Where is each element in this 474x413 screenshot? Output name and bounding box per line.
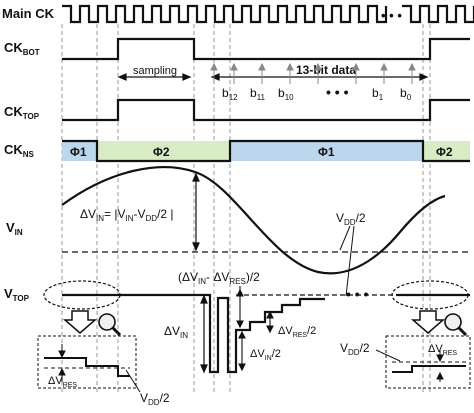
right-vdd-pointer bbox=[375, 349, 401, 362]
left-vdd-half-label: VDD/2 bbox=[140, 391, 170, 407]
vtop-waveform bbox=[62, 293, 325, 374]
magnifier-icon bbox=[98, 313, 122, 337]
phase-label-1: Φ1 bbox=[70, 145, 87, 159]
vdd-half-pointer-top bbox=[339, 225, 351, 251]
right-dvres-arrow bbox=[436, 350, 444, 382]
left-dvres-arrow bbox=[58, 344, 66, 382]
bit-tick-head bbox=[258, 62, 266, 71]
bit-labels: b12 b11 b10 b1 b0 bbox=[222, 86, 412, 102]
bit-tick-head bbox=[380, 62, 388, 71]
delta-vin-arrow bbox=[192, 172, 200, 252]
bit-tick-head bbox=[314, 62, 322, 71]
vdd-half-label-top: VDD/2 bbox=[336, 211, 366, 227]
half-difference-arrow bbox=[236, 286, 244, 329]
phase-label-3: Φ1 bbox=[318, 145, 335, 159]
vdd-half-pointer-mid bbox=[345, 225, 355, 297]
down-arrow-icon bbox=[410, 310, 446, 334]
vin-label: VIN bbox=[6, 220, 23, 237]
down-arrow-icon bbox=[62, 310, 98, 334]
right-zoom-waveform bbox=[392, 365, 466, 373]
bit-tick-head bbox=[408, 62, 416, 71]
ck-ns-waveform bbox=[62, 139, 470, 163]
bit-tick-head bbox=[352, 62, 360, 71]
delta-vin-equation: ΔVIN= |VIN-VDD/2 | bbox=[80, 207, 174, 223]
bit-label: b12 bbox=[222, 86, 238, 102]
phi1-region-2 bbox=[230, 141, 423, 161]
vtop-ellipsis: • • • bbox=[346, 286, 369, 302]
bit-tick-head bbox=[286, 62, 294, 71]
ck-top-waveform bbox=[62, 98, 470, 122]
bit-label: b1 bbox=[372, 86, 384, 102]
left-zoom-waveform bbox=[44, 357, 130, 377]
phase-label-2: Φ2 bbox=[153, 145, 170, 159]
sampling-label: sampling bbox=[133, 65, 177, 77]
bit-tick-arrows bbox=[210, 62, 416, 84]
ck-top-label: CKTOP bbox=[4, 104, 40, 121]
left-dvres-label: ΔVRES bbox=[48, 375, 77, 389]
phase-label-4: Φ2 bbox=[436, 145, 453, 159]
dvin-half-label: ΔVIN/2 bbox=[250, 348, 281, 362]
ck-bot-label: CKBOT bbox=[4, 40, 40, 57]
phi2-region-2 bbox=[423, 141, 470, 161]
main-ck-label: Main CK bbox=[2, 6, 55, 21]
bit-label: b11 bbox=[250, 86, 266, 102]
right-zoom-ellipse bbox=[391, 280, 469, 310]
right-zoom-box bbox=[385, 335, 471, 389]
bit-label: b10 bbox=[278, 86, 294, 102]
vin-waveform bbox=[61, 166, 446, 275]
main-ck-waveform bbox=[62, 4, 388, 24]
main-ck-waveform-tail bbox=[402, 4, 474, 24]
ck-bot-waveform bbox=[62, 37, 470, 61]
delta-vin-big-label: ΔVIN bbox=[164, 324, 188, 340]
phi1-region-1 bbox=[62, 141, 97, 161]
half-difference-label: (ΔVIN- ΔVRES)/2 bbox=[178, 270, 260, 286]
delta-vin-big-arrow bbox=[200, 294, 208, 374]
phi2-region-1 bbox=[97, 141, 230, 161]
ck-ns-label: CKNS bbox=[4, 142, 35, 159]
left-zoom-ellipse bbox=[43, 280, 121, 310]
magnifier-icon bbox=[444, 313, 468, 337]
vtop-label: VTOP bbox=[4, 286, 30, 303]
dvres-half-arrow bbox=[266, 310, 274, 334]
data-interval-arrow bbox=[210, 73, 429, 81]
main-ck-ellipsis: • • • bbox=[381, 8, 402, 23]
sampling-interval-arrow bbox=[117, 73, 192, 81]
left-vdd-pointer bbox=[125, 369, 141, 393]
data-bits-label: 13-bit data bbox=[296, 63, 356, 77]
bit-tick-head bbox=[210, 62, 218, 71]
dvres-half-label: ΔVRES/2 bbox=[278, 325, 316, 339]
right-dvres-label: ΔVRES bbox=[428, 343, 457, 357]
right-vdd-half-label: VDD/2 bbox=[340, 341, 370, 357]
bit-label: b0 bbox=[400, 86, 412, 102]
dvin-half-arrow bbox=[238, 330, 246, 372]
bit-tick-head bbox=[230, 62, 238, 71]
bits-ellipsis: • • • bbox=[326, 84, 349, 100]
